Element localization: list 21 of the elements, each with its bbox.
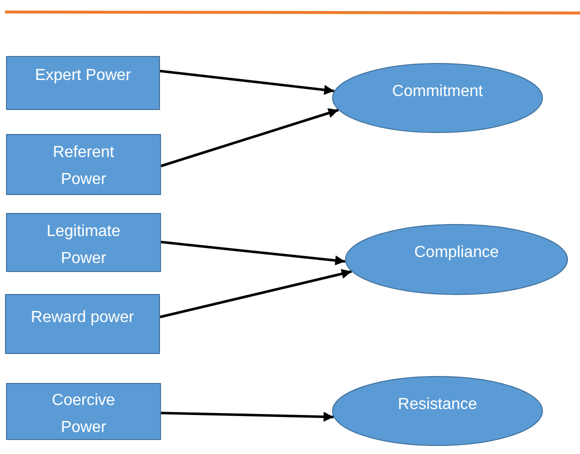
arrow [160,108,339,168]
power-box [5,294,160,354]
node-label: Referent Power [52,143,116,190]
arrow [160,412,334,422]
outcome-ellipse [345,224,568,295]
power-box [6,56,160,110]
node-label: Resistance [398,394,478,414]
node-label: Compliance [414,243,499,263]
power-box [6,383,161,440]
node-label: Reward power [30,308,136,328]
power-box [6,134,161,195]
arrow [160,70,334,95]
node-label: Commitment [392,82,483,102]
node-label: Legitimate Power [46,222,122,269]
outcome-ellipse [332,63,543,133]
arrow [160,268,352,318]
outcome-ellipse [332,376,543,446]
node-label: Expert Power [34,66,132,86]
node-label: Coercive Power [50,391,116,438]
arrow [160,240,346,266]
power-box [6,213,161,272]
